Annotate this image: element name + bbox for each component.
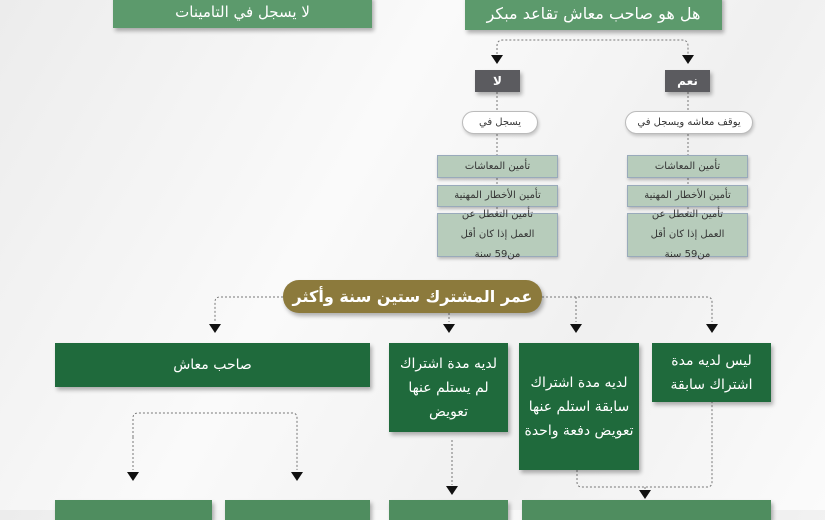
category-no-previous: ليس لديه مدة اشتراك سابقة [652, 343, 771, 402]
not-registered-box: لا يسجل في التامينات [113, 0, 372, 28]
yes-label: نعم [665, 70, 710, 92]
early-retiree-question: هل هو صاحب معاش تقاعد مبكر [465, 0, 722, 30]
no-label: لا [475, 70, 520, 92]
no-item-unemployment: تأمين التعطل عن العمل إذا كان أقل من59 س… [437, 209, 558, 260]
category-pensioner: صاحب معاش [55, 343, 370, 387]
bottom-box-2 [225, 500, 370, 520]
bottom-box-4 [522, 500, 771, 520]
no-item-hazards: تأمين الأخطار المهنية [437, 185, 558, 207]
category-uncompensated: لديه مدة اشتراك لم يستلم عنها تعويض [389, 343, 508, 432]
yes-item-pensions: تأمين المعاشات [627, 155, 748, 178]
no-note: يسجل في [462, 111, 538, 134]
bottom-box-3 [389, 500, 508, 520]
bottom-box-1 [55, 500, 212, 520]
yes-item-hazards: تأمين الأخطار المهنية [627, 185, 748, 207]
yes-item-unemployment: تأمين التعطل عن العمل إذا كان أقل من59 س… [627, 209, 748, 260]
category-compensated: لديه مدة اشتراك سابقة استلم عنها تعويض د… [519, 343, 639, 470]
yes-note: يوقف معاشه ويسجل في [625, 111, 753, 134]
no-item-pensions: تأمين المعاشات [437, 155, 558, 178]
age-node: عمر المشترك ستين سنة وأكثر [283, 280, 542, 313]
